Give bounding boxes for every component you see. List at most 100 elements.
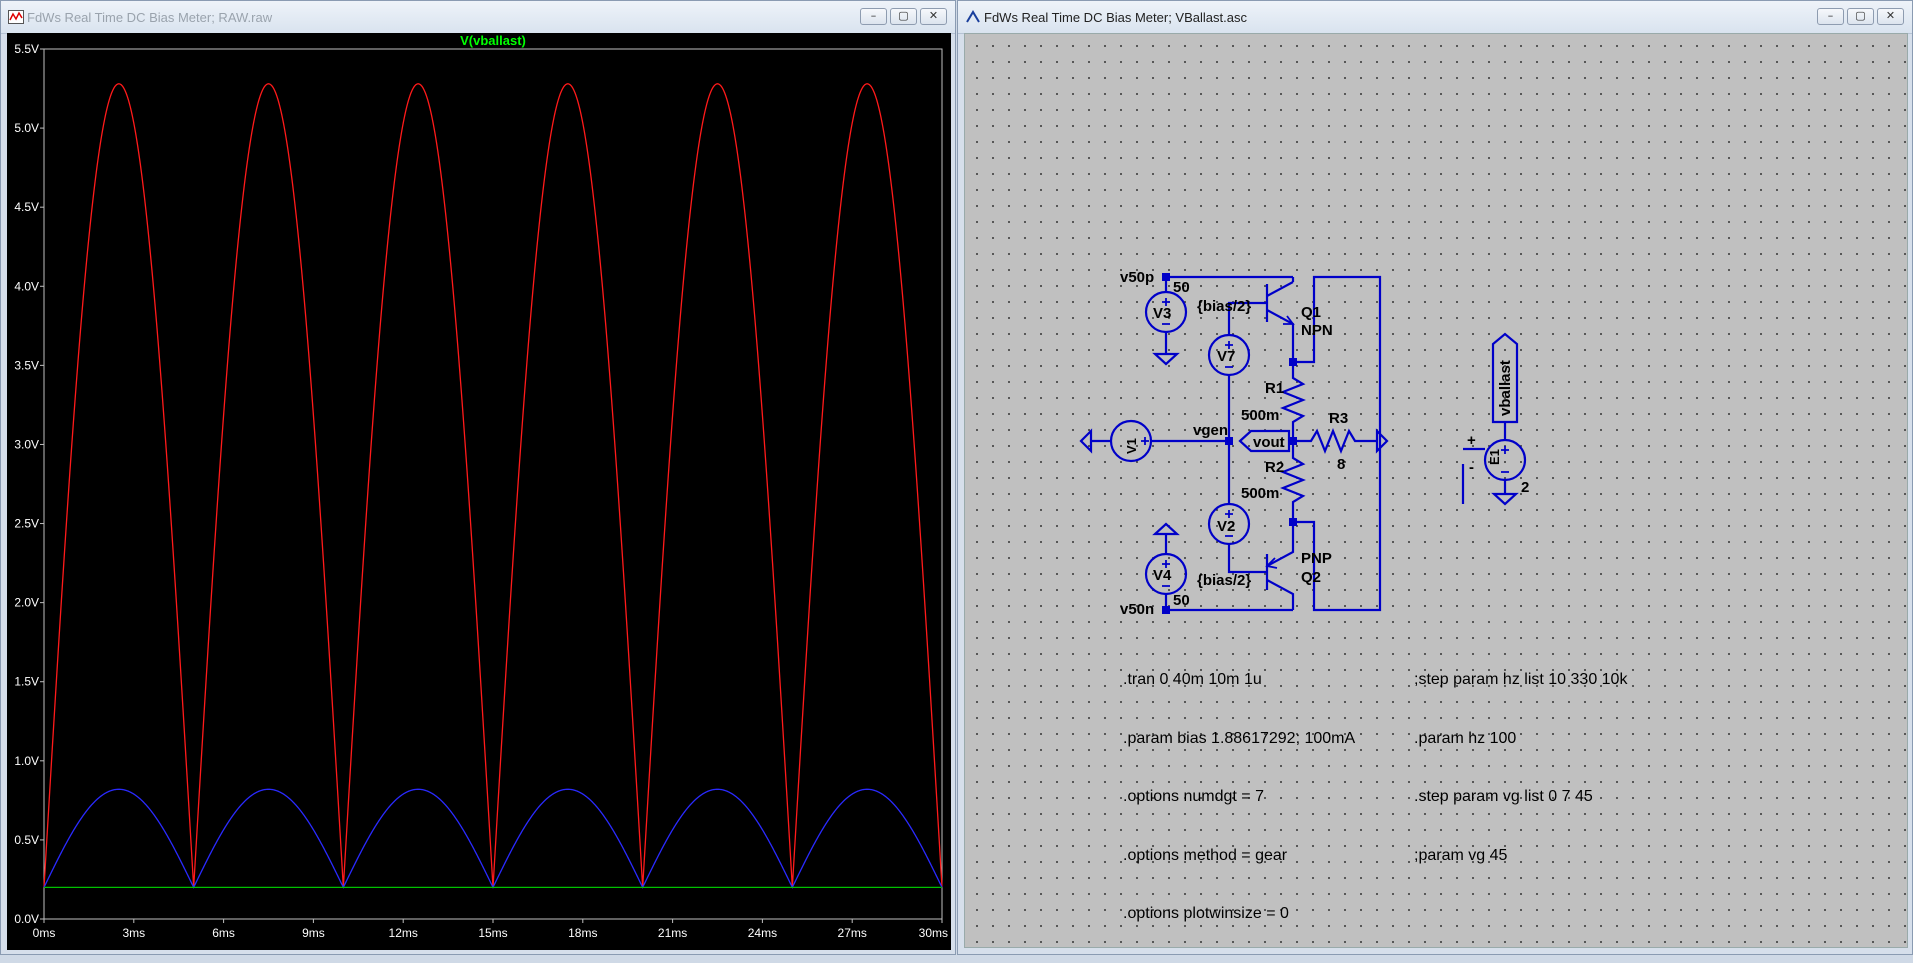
label-v1: V1 (1124, 438, 1139, 454)
q2-transistor-icon[interactable] (1265, 522, 1295, 610)
wire-v50p-rail[interactable] (1166, 275, 1295, 282)
label-v4-value: 50 (1173, 592, 1190, 609)
directive-line[interactable]: .param hz 100 (1414, 729, 1517, 747)
r1-resistor-icon[interactable] (1280, 362, 1306, 441)
directive-line[interactable]: .tran 0 40m 10m 1u (1123, 671, 1262, 688)
label-v50p: v50p (1120, 269, 1154, 286)
directive-line[interactable]: .options plotwinsize = 0 (1123, 905, 1289, 922)
r3-flag-icon (1375, 428, 1389, 454)
x-tick-label: 3ms (122, 926, 145, 940)
label-bias-bottom: {bias/2} (1197, 572, 1251, 589)
trace-series-0 (43, 83, 943, 888)
label-r1-value: 500m (1241, 407, 1279, 424)
y-tick-label: 4.5V (14, 200, 39, 214)
y-tick-label: 5.0V (14, 121, 39, 135)
label-vout: vout (1253, 434, 1285, 451)
label-e1-plus: + (1467, 432, 1476, 449)
waveform-window: FdWs Real Time DC Bias Meter; RAW.raw – … (0, 0, 956, 955)
y-tick-label: 4.0V (14, 279, 39, 293)
q1-transistor-icon[interactable] (1265, 281, 1295, 362)
label-r2: R2 (1265, 459, 1284, 476)
label-r3: R3 (1329, 410, 1348, 427)
plot-frame (43, 48, 943, 920)
r2-resistor-icon[interactable] (1280, 441, 1306, 522)
wire-q1-base[interactable] (1227, 301, 1267, 441)
trace-title: V(vballast) (460, 33, 526, 48)
y-tick-label: 2.5V (14, 517, 39, 531)
v1-flag-icon (1079, 428, 1093, 454)
label-e1-gain: 2 (1521, 479, 1529, 496)
x-tick-label: 9ms (302, 926, 325, 940)
schematic-drawing[interactable]: v50p 50 V3 {bias/2} Q1 NPN V7 R1 500m R3… (965, 34, 1907, 947)
y-tick-label: 0.0V (14, 912, 39, 926)
schematic-window-title: FdWs Real Time DC Bias Meter; VBallast.a… (984, 10, 1247, 25)
y-tick-label: 1.5V (14, 675, 39, 689)
label-v4: V4 (1153, 567, 1172, 584)
close-button[interactable]: ✕ (920, 8, 947, 25)
directive-line[interactable]: .step param vg list 0 7 45 (1414, 788, 1593, 805)
label-e1-minus: - (1469, 459, 1474, 476)
y-tick-label: 1.0V (14, 754, 39, 768)
label-v2: V2 (1217, 518, 1235, 535)
directive-line[interactable]: .options numdgt = 7 (1123, 788, 1264, 805)
maximize-button[interactable]: ▢ (890, 8, 917, 25)
wire-q2-base[interactable] (1227, 441, 1267, 574)
directive-line[interactable]: .options method = gear (1123, 846, 1288, 864)
schematic-canvas[interactable]: v50p 50 V3 {bias/2} Q1 NPN V7 R1 500m R3… (964, 33, 1908, 948)
waveform-plot[interactable]: V(vballast) 0.0V 0.5V 1.0V 1.5V 2.0V 2.5V 3.0V 3… (7, 33, 951, 950)
x-tick-label: 27ms (838, 926, 867, 940)
y-tick-label: 3.5V (14, 358, 39, 372)
y-tick-label: 2.0V (14, 596, 39, 610)
directive-line[interactable]: .param bias 1.88617292; 100mA (1123, 729, 1356, 747)
v4-ground-flag-icon (1152, 522, 1180, 536)
v2-source-icon[interactable] (1207, 502, 1251, 546)
directive-line[interactable]: ;param vg 45 (1414, 846, 1508, 864)
directive-line[interactable]: ;step param hz list 10 330 10k (1414, 671, 1628, 688)
x-tick-label: 6ms (212, 926, 235, 940)
label-q1: Q1 (1301, 304, 1321, 321)
x-tick-label: 12ms (389, 926, 418, 940)
minimize-button[interactable]: – (1817, 8, 1844, 25)
close-button[interactable]: ✕ (1877, 8, 1904, 25)
waveform-app-icon (8, 10, 24, 24)
x-tick-label: 0ms (33, 926, 56, 940)
schematic-window: FdWs Real Time DC Bias Meter; VBallast.a… (957, 0, 1913, 955)
y-tick-label: 0.5V (14, 833, 39, 847)
maximize-button[interactable]: ▢ (1847, 8, 1874, 25)
label-e1: E1 (1487, 449, 1502, 465)
schematic-app-icon (966, 10, 980, 23)
label-npn: NPN (1301, 322, 1333, 339)
label-vgen: vgen (1193, 422, 1228, 439)
v3-source-icon[interactable] (1144, 290, 1188, 334)
r3-resistor-icon[interactable] (1293, 428, 1377, 454)
v7-source-icon[interactable] (1207, 333, 1251, 377)
label-v3: V3 (1153, 305, 1171, 322)
wire-q1-emitter[interactable] (1293, 275, 1382, 612)
vballast-flag-icon (1491, 332, 1519, 424)
label-v50n: v50n (1120, 601, 1154, 618)
x-tick-label: 15ms (478, 926, 507, 940)
x-tick-label: 18ms (568, 926, 597, 940)
label-r2-value: 500m (1241, 485, 1279, 502)
label-r1: R1 (1265, 380, 1284, 397)
spice-directives-left[interactable]: .tran 0 40m 10m 1u .param bias 1.8861729… (1123, 631, 1355, 963)
x-tick-label: 21ms (658, 926, 687, 940)
schematic-titlebar[interactable]: FdWs Real Time DC Bias Meter; VBallast.a… (958, 1, 1912, 34)
x-tick-label: 24ms (748, 926, 777, 940)
label-r3-value: 8 (1337, 456, 1345, 473)
waveform-titlebar[interactable]: FdWs Real Time DC Bias Meter; RAW.raw – … (1, 1, 955, 34)
y-tick-label: 3.0V (14, 437, 39, 451)
wire-e1[interactable] (1461, 422, 1507, 504)
label-v7: V7 (1217, 348, 1235, 365)
waveform-window-title: FdWs Real Time DC Bias Meter; RAW.raw (27, 10, 273, 25)
label-v3-value: 50 (1173, 279, 1190, 296)
label-vballast: vballast (1497, 360, 1514, 416)
spice-directives-right[interactable]: ;step param hz list 10 330 10k .param hz… (1414, 631, 1627, 904)
ground-icon (1152, 352, 1180, 366)
label-bias-top: {bias/2} (1197, 298, 1251, 315)
v4-source-icon[interactable] (1144, 552, 1188, 596)
e1-ground-icon (1491, 492, 1519, 506)
x-tick-label: 30ms (919, 926, 948, 940)
minimize-button[interactable]: – (860, 8, 887, 25)
plot-pane[interactable]: V(vballast) 0.0V 0.5V 1.0V 1.5V 2.0V 2.5V 3.0V 3… (7, 33, 951, 950)
